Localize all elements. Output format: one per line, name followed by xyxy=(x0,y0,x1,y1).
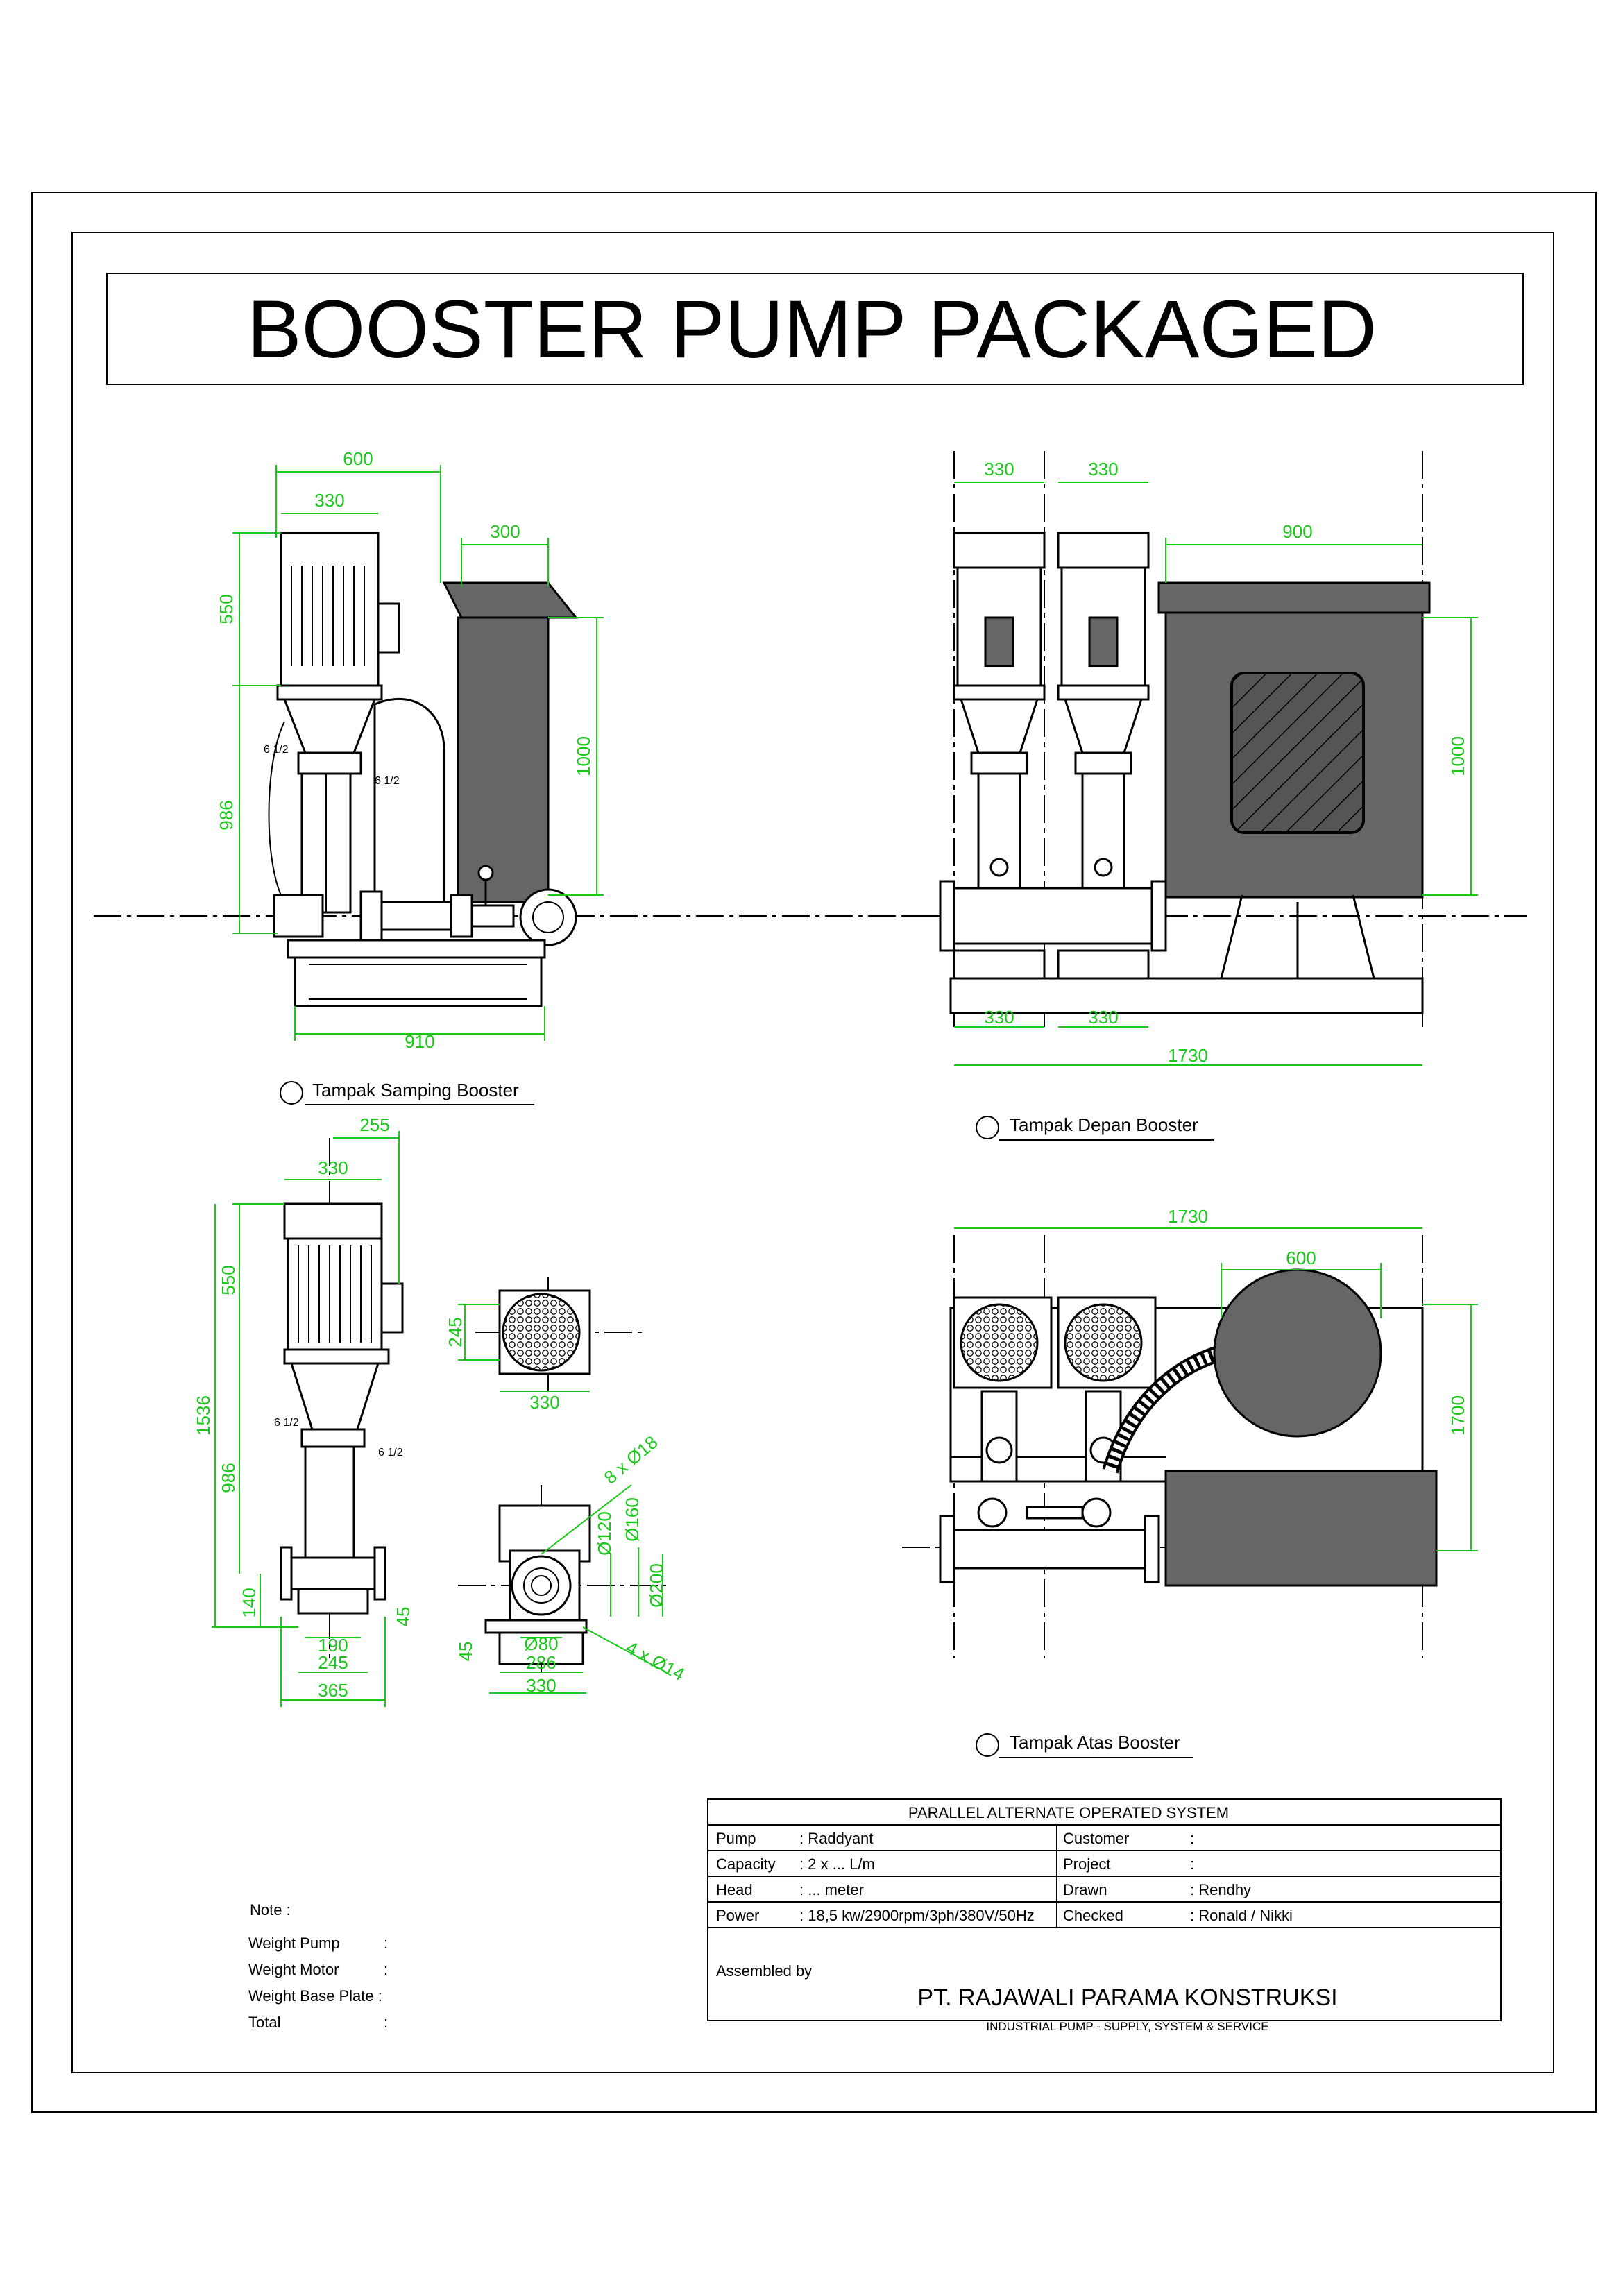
dimension-label: : 2 x ... L/m xyxy=(799,1855,875,1873)
dimension-label: 986 xyxy=(216,800,237,830)
dimension-label: 6 1/2 xyxy=(274,1417,299,1429)
company-name: PT. RAJAWALI PARAMA KONSTRUKSI xyxy=(917,1984,1337,2011)
dimension-label: 330 xyxy=(984,1007,1014,1028)
dimension-label: Ø200 xyxy=(646,1563,667,1608)
notes-block: Note : Weight Pump : Weight Motor : Weig… xyxy=(248,1901,388,2031)
dimension-label: 600 xyxy=(343,448,373,469)
dimension-label: : 18,5 kw/2900rpm/3ph/380V/50Hz xyxy=(799,1907,1035,1924)
dimension-label: Weight Pump xyxy=(248,1934,340,1952)
side-view-label: Tampak Samping Booster xyxy=(312,1080,519,1100)
dimension-label: Pump xyxy=(716,1830,756,1847)
dimension-label: 330 xyxy=(526,1675,556,1696)
dimension-label: 330 xyxy=(314,490,344,511)
dimension-label: : xyxy=(1190,1855,1194,1873)
dimension-label: : xyxy=(384,1961,388,1978)
dimension-label: : ... meter xyxy=(799,1881,864,1898)
dimension-label: : xyxy=(384,2014,388,2031)
pump-detail-view: 255 330 550 1536 986 140 45 190 245 365 … xyxy=(193,1114,414,1707)
dimension-label: 365 xyxy=(318,1680,348,1701)
system-title: PARALLEL ALTERNATE OPERATED SYSTEM xyxy=(908,1804,1229,1821)
dimension-label: 6 1/2 xyxy=(378,1447,403,1459)
dimension-label: 6 1/2 xyxy=(264,744,289,756)
dimension-label: 986 xyxy=(218,1463,239,1493)
dimension-label: : xyxy=(384,1934,388,1952)
dimension-label: 1730 xyxy=(1168,1206,1208,1227)
dimension-label: 245 xyxy=(318,1652,348,1673)
dimension-label: 1000 xyxy=(573,736,594,776)
dimension-label: 330 xyxy=(984,459,1014,479)
title-block: PARALLEL ALTERNATE OPERATED SYSTEM Pump … xyxy=(707,1798,1502,2033)
dimension-label: : Rendhy xyxy=(1190,1881,1251,1898)
dimension-label: 330 xyxy=(1088,1007,1118,1028)
drawing-title: BOOSTER PUMP PACKAGED xyxy=(247,284,1377,375)
dimension-label: 330 xyxy=(318,1157,348,1178)
inner-border xyxy=(71,232,1554,2073)
front-view: 330 330 900 1000 330 330 1730 xyxy=(902,451,1527,1066)
dimension-label: 45 xyxy=(393,1607,414,1627)
dimension-label: : Ronald / Nikki xyxy=(1190,1907,1293,1924)
dimension-label: 245 xyxy=(445,1317,466,1347)
dimension-label: Total xyxy=(248,2014,280,2031)
company-tagline: INDUSTRIAL PUMP - SUPPLY, SYSTEM & SERVI… xyxy=(986,2020,1268,2033)
dimension-label: 4 x Ø14 xyxy=(622,1637,688,1685)
dimension-label: 300 xyxy=(490,521,520,542)
dimension-label: 1700 xyxy=(1447,1395,1468,1436)
outer-border xyxy=(31,192,1597,2113)
dimension-label: 286 xyxy=(526,1652,556,1673)
flange-base-detail: 8 x Ø18 Ø120 Ø160 Ø200 45 Ø80 286 330 4 … xyxy=(455,1431,688,1696)
dimension-label: 910 xyxy=(405,1031,434,1052)
dimension-label: 1536 xyxy=(193,1395,214,1436)
dimension-label: 1000 xyxy=(1447,736,1468,776)
front-view-label: Tampak Depan Booster xyxy=(1010,1114,1198,1135)
dimension-label: 140 xyxy=(239,1588,260,1617)
dimension-label: 190 xyxy=(318,1635,348,1656)
dimension-label: Weight Base Plate : xyxy=(248,1987,382,2005)
side-view: 600 330 300 550 986 1000 910 6 1/2 6 1/2 xyxy=(94,448,937,1052)
dimension-label: Drawn xyxy=(1063,1881,1107,1898)
dimension-label: Capacity xyxy=(716,1855,776,1873)
dimension-label: 600 xyxy=(1286,1248,1316,1268)
dimension-label: Checked xyxy=(1063,1907,1123,1924)
dimension-label: 550 xyxy=(218,1265,239,1295)
title-box xyxy=(106,273,1524,385)
dimension-label: 1730 xyxy=(1168,1045,1208,1066)
dimension-label: 255 xyxy=(359,1114,389,1135)
top-view: 1730 600 1700 xyxy=(902,1206,1478,1658)
dimension-label: 6 1/2 xyxy=(375,775,400,787)
dimension-label: Ø120 xyxy=(594,1511,615,1556)
dimension-label: 330 xyxy=(1088,459,1118,479)
dimension-label: 8 x Ø18 xyxy=(600,1431,662,1488)
dimension-label: Note : xyxy=(250,1901,291,1919)
dimension-label: 330 xyxy=(529,1392,559,1413)
dimension-label: 900 xyxy=(1282,521,1312,542)
dimension-label: 550 xyxy=(216,594,237,624)
dimension-label: Ø160 xyxy=(622,1497,643,1542)
dimension-label: Weight Motor xyxy=(248,1961,339,1978)
motor-head-top-view: 245 330 xyxy=(445,1277,642,1413)
dimension-label: : xyxy=(1190,1830,1194,1847)
dimension-label: Head xyxy=(716,1881,753,1898)
dimension-label: Power xyxy=(716,1907,759,1924)
dimension-label: Assembled by xyxy=(716,1962,812,1980)
dimension-label: Ø80 xyxy=(524,1633,558,1654)
dimension-label: Customer xyxy=(1063,1830,1129,1847)
top-view-label: Tampak Atas Booster xyxy=(1010,1732,1180,1753)
dimension-label: 45 xyxy=(455,1642,476,1662)
dimension-label: Project xyxy=(1063,1855,1110,1873)
dimension-label: : Raddyant xyxy=(799,1830,873,1847)
